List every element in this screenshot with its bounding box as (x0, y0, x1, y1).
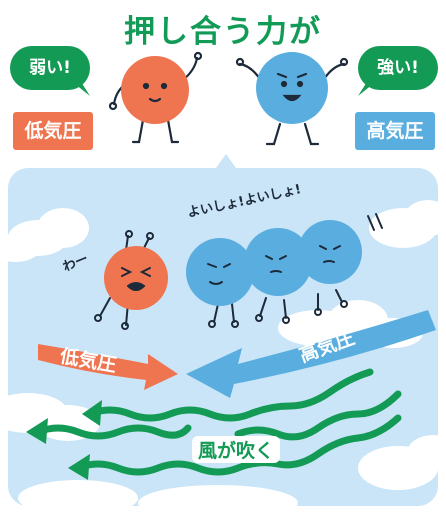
wind-arrows (34, 368, 402, 476)
pushing-characters (94, 230, 348, 330)
strong-bubble-text: 強い! (377, 58, 419, 78)
scene-graphics (8, 200, 438, 506)
wind-label: 風が吹く (192, 436, 281, 463)
wind-arrowheads (26, 400, 102, 480)
weak-bubble-text: 弱い! (29, 58, 71, 78)
blue-pusher-2 (244, 228, 312, 296)
orange-squished (104, 246, 168, 310)
clouds (8, 200, 438, 506)
blue-pusher-3 (298, 220, 362, 284)
orange-face (142, 82, 168, 103)
low-pressure-arrow (38, 344, 178, 390)
strong-speech-bubble: 強い! (358, 46, 438, 90)
pusher-faces (121, 213, 383, 291)
blue-pusher-1 (186, 238, 254, 306)
orange-ball-body (121, 56, 189, 124)
high-pressure-tag: 高気圧 (355, 112, 435, 150)
page-title: 押し合う力が (124, 14, 322, 50)
scene-panel: よいしょ!よいしょ! わー 低気圧 高気圧 風が吹く (8, 168, 438, 506)
top-characters (108, 51, 349, 146)
blue-face (276, 72, 308, 102)
low-pressure-tag: 低気圧 (13, 112, 93, 150)
high-pressure-arrow (186, 310, 436, 398)
blue-ball-body (256, 52, 328, 124)
